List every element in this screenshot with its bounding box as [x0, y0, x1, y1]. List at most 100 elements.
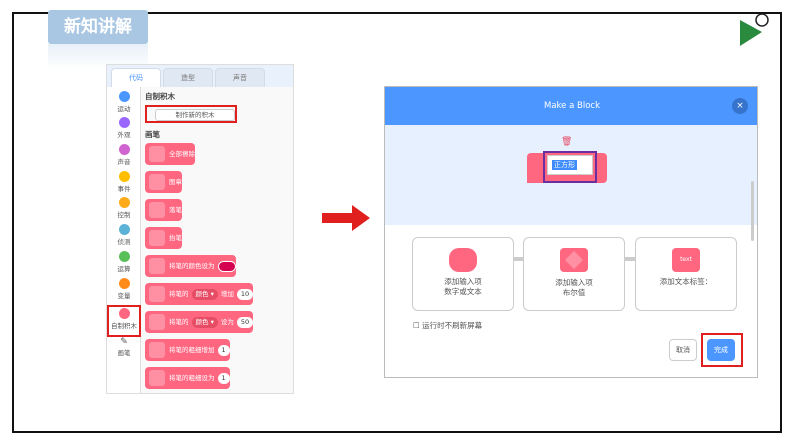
category-motion[interactable]: 运动: [107, 91, 141, 113]
value-input[interactable]: 10: [236, 288, 254, 300]
category-dot-icon: [118, 91, 130, 102]
pen-icon: [149, 258, 165, 274]
category-dot-icon: [118, 224, 130, 235]
category-label: 自制积木: [111, 322, 137, 330]
block-label: 将笔的粗细设为: [169, 374, 215, 382]
highlight-name-input: [543, 151, 597, 183]
ok-button[interactable]: 完成: [707, 339, 735, 361]
block-pen-up[interactable]: 抬笔: [145, 227, 182, 249]
block-label: 将笔的: [169, 290, 189, 298]
number-input-icon: [449, 248, 477, 272]
vertical-scrollbar[interactable]: [751, 181, 754, 241]
category-sensing[interactable]: 侦测: [107, 224, 141, 246]
category-label: 变量: [117, 292, 131, 300]
boolean-input-icon: [560, 248, 588, 272]
cancel-button[interactable]: 取消: [669, 339, 697, 361]
category-pen[interactable]: ✎画笔: [107, 337, 141, 357]
category-variables[interactable]: 变量: [107, 278, 141, 300]
category-my-blocks[interactable]: 自制积木: [107, 308, 141, 330]
make-block-button[interactable]: 制作新的积木: [155, 109, 235, 121]
category-label: 运动: [117, 105, 131, 113]
editor-tabs: 代码 造型 声音: [107, 65, 293, 87]
block-name-text: 正方形: [552, 160, 577, 170]
category-label: 外观: [117, 131, 131, 139]
highlight-ok-button: [701, 333, 743, 367]
pen-icon: ✎: [120, 337, 128, 347]
block-set-pen-color[interactable]: 将笔的颜色设为: [145, 255, 236, 277]
add-text-label-button[interactable]: text 添加文本标签：: [635, 237, 737, 311]
slide-frame: [12, 12, 782, 433]
category-events[interactable]: 事件: [107, 171, 141, 193]
block-label: 设为: [220, 318, 234, 326]
block-label: 落笔: [169, 206, 182, 214]
value-input[interactable]: 1: [217, 372, 230, 384]
option-label: 添加文本标签：: [659, 277, 713, 286]
value-input[interactable]: 1: [217, 344, 230, 356]
close-icon[interactable]: ×: [732, 98, 748, 114]
delete-icon[interactable]: 🗑: [561, 137, 573, 147]
dropdown-value: 颜色: [195, 317, 209, 326]
checkbox-icon: ☐: [413, 321, 420, 330]
pen-icon: [149, 174, 165, 190]
option-sub: 布尔值: [562, 288, 586, 297]
category-dot-icon: [118, 251, 130, 262]
my-blocks-heading: 自制积木: [145, 92, 175, 101]
option-label: 添加输入项: [555, 278, 593, 287]
highlight-my-blocks-category: [107, 305, 141, 337]
color-swatch[interactable]: [217, 260, 236, 272]
pen-icon: [149, 146, 165, 162]
category-menu: 运动 外观 声音 事件 控制 侦测 运算 变量 自制积木 ✎画笔: [107, 87, 141, 393]
tab-code-label: 代码: [129, 74, 143, 82]
option-label: 添加输入项: [444, 277, 482, 286]
block-label: 图章: [169, 178, 182, 186]
value-input[interactable]: 50: [236, 316, 254, 328]
category-control[interactable]: 控制: [107, 197, 141, 219]
option-sub: 数字或文本: [444, 287, 482, 296]
tab-costumes[interactable]: 造型: [163, 68, 213, 87]
add-number-text-input-button[interactable]: 添加输入项 数字或文本: [412, 237, 514, 311]
category-label: 侦测: [117, 238, 131, 246]
category-dot-icon: [118, 278, 130, 289]
category-label: 控制: [117, 211, 131, 219]
category-looks[interactable]: 外观: [107, 117, 141, 139]
block-label: 增加: [220, 290, 234, 298]
category-label: 运算: [117, 265, 131, 273]
category-sound[interactable]: 声音: [107, 144, 141, 166]
play-logo-icon: [740, 13, 769, 46]
pen-icon: [149, 314, 165, 330]
block-pen-down[interactable]: 落笔: [145, 199, 182, 221]
pen-icon: [149, 342, 165, 358]
run-without-refresh-checkbox[interactable]: ☐ 运行时不刷新屏幕: [413, 320, 482, 331]
tab-sounds-label: 声音: [233, 74, 247, 82]
tab-sounds[interactable]: 声音: [215, 68, 265, 87]
param-dropdown[interactable]: 颜色 ▾: [191, 288, 218, 300]
highlight-make-block: [145, 105, 237, 123]
checkbox-label: 运行时不刷新屏幕: [422, 321, 483, 330]
param-dropdown[interactable]: 颜色 ▾: [191, 316, 218, 328]
block-label: 全部擦除: [169, 150, 195, 158]
category-label: 声音: [117, 158, 131, 166]
pen-icon: [149, 286, 165, 302]
block-clear[interactable]: 全部擦除: [145, 143, 195, 165]
dialog-title: Make a Block: [544, 101, 600, 111]
tab-code[interactable]: 代码: [111, 68, 161, 87]
pen-icon: [149, 202, 165, 218]
category-dot-icon: [118, 197, 130, 208]
text-label-icon: text: [672, 248, 700, 272]
slide-title: 新知讲解: [48, 10, 148, 44]
block-stamp[interactable]: 图章: [145, 171, 182, 193]
block-name-input[interactable]: 正方形: [547, 155, 593, 175]
arrow-right-icon: [322, 205, 370, 231]
add-boolean-input-button[interactable]: 添加输入项 布尔值: [523, 237, 625, 311]
block-label: 将笔的颜色设为: [169, 262, 215, 270]
dialog-header: [385, 87, 757, 125]
category-dot-icon: [118, 308, 130, 319]
category-operators[interactable]: 运算: [107, 251, 141, 273]
category-dot-icon: [118, 144, 130, 155]
block-preview: 🗑 正方形: [385, 125, 757, 261]
scratch-blocks-panel: 代码 造型 声音 运动 外观 声音 事件 控制 侦测 运算 变量 自制积木 ✎画…: [106, 64, 294, 394]
